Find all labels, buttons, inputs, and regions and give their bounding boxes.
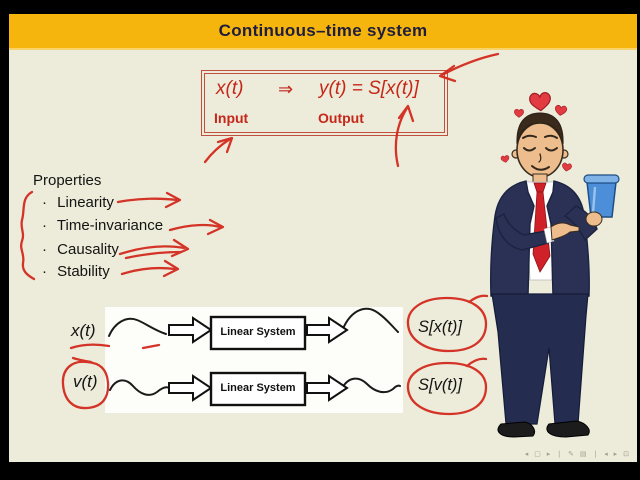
block-arrow-out-1 (306, 316, 349, 344)
shirt-cuff (543, 226, 555, 244)
character-jacket (489, 180, 598, 297)
list-item-label: Time-invariance (56, 217, 164, 234)
character-pants (491, 293, 589, 425)
character-neck (532, 173, 548, 184)
bullet: · (42, 217, 47, 234)
holding-hand (585, 211, 603, 227)
list-item-linearity: · Linearity (42, 194, 114, 211)
output-label: Output (318, 110, 364, 126)
hearts-icon (500, 92, 572, 172)
cup-arm (563, 205, 598, 242)
input-wave-1 (108, 317, 167, 337)
list-item-stability: · Stability (42, 263, 110, 280)
linear-system-label-2: Linear System (220, 382, 296, 395)
time-invariance-arrow (168, 223, 222, 232)
blue-cup (583, 174, 620, 218)
block-arrow-out-2 (306, 374, 349, 402)
diagram-input-label-1: x(t) (71, 321, 96, 340)
brace-annotation (20, 190, 36, 281)
block-arrow-in-2 (168, 374, 213, 402)
pointing-hand (550, 222, 580, 241)
list-item-causality: · Causality (42, 241, 119, 258)
list-item-label: Stability (57, 263, 110, 280)
box-corner-arrow (440, 52, 500, 77)
slide: Continuous–time system (9, 14, 637, 462)
output-wave-1 (340, 307, 399, 335)
character-shirt (524, 181, 556, 281)
causality-arrow (118, 245, 186, 256)
diagram-input-label-2: v(t) (73, 372, 98, 391)
slide-header: Continuous–time system (9, 14, 637, 50)
linearity-arrow (116, 197, 179, 204)
character-tie (532, 182, 551, 273)
formula-input-expr: x(t) (216, 78, 244, 99)
implies-arrow-symbol: ⇒ (278, 79, 294, 99)
character-shoes (497, 420, 590, 438)
diagram-output-label-2: S[v(t)] (418, 376, 462, 394)
formula-box-inner-border (204, 73, 445, 133)
list-item-label: Linearity (57, 194, 114, 211)
properties-heading: Properties (33, 172, 102, 189)
page-title: Continuous–time system (218, 21, 428, 40)
presenter-toolbar[interactable]: ◂ ▢ ▸ ❘ ✎ ▤ ❘ ◂ ▸ ⊡ (524, 451, 631, 458)
input-arrow (203, 137, 232, 164)
list-item-time-invariance: · Time-invariance (42, 217, 163, 234)
diagram-output-label-1: S[x(t)] (418, 318, 462, 336)
input-wave-2 (109, 379, 170, 396)
linear-system-label-1: Linear System (220, 326, 296, 339)
bullet: · (42, 241, 47, 258)
bullet: · (42, 263, 47, 280)
formula-box: x(t) ⇒ y(t) = S[x(t)] Input Output (201, 70, 448, 136)
red-dash (141, 343, 161, 350)
character-head (511, 112, 569, 178)
list-item-label: Causality (57, 241, 119, 258)
bullet: · (42, 194, 47, 211)
pointing-arm (495, 213, 549, 251)
formula-output-expr: y(t) = S[x(t)] (319, 78, 419, 99)
output-wave-2 (340, 377, 401, 394)
input-label: Input (214, 110, 249, 126)
stability-arrow (120, 266, 177, 276)
block-arrow-in-1 (168, 316, 213, 344)
xt-underline (69, 343, 111, 350)
